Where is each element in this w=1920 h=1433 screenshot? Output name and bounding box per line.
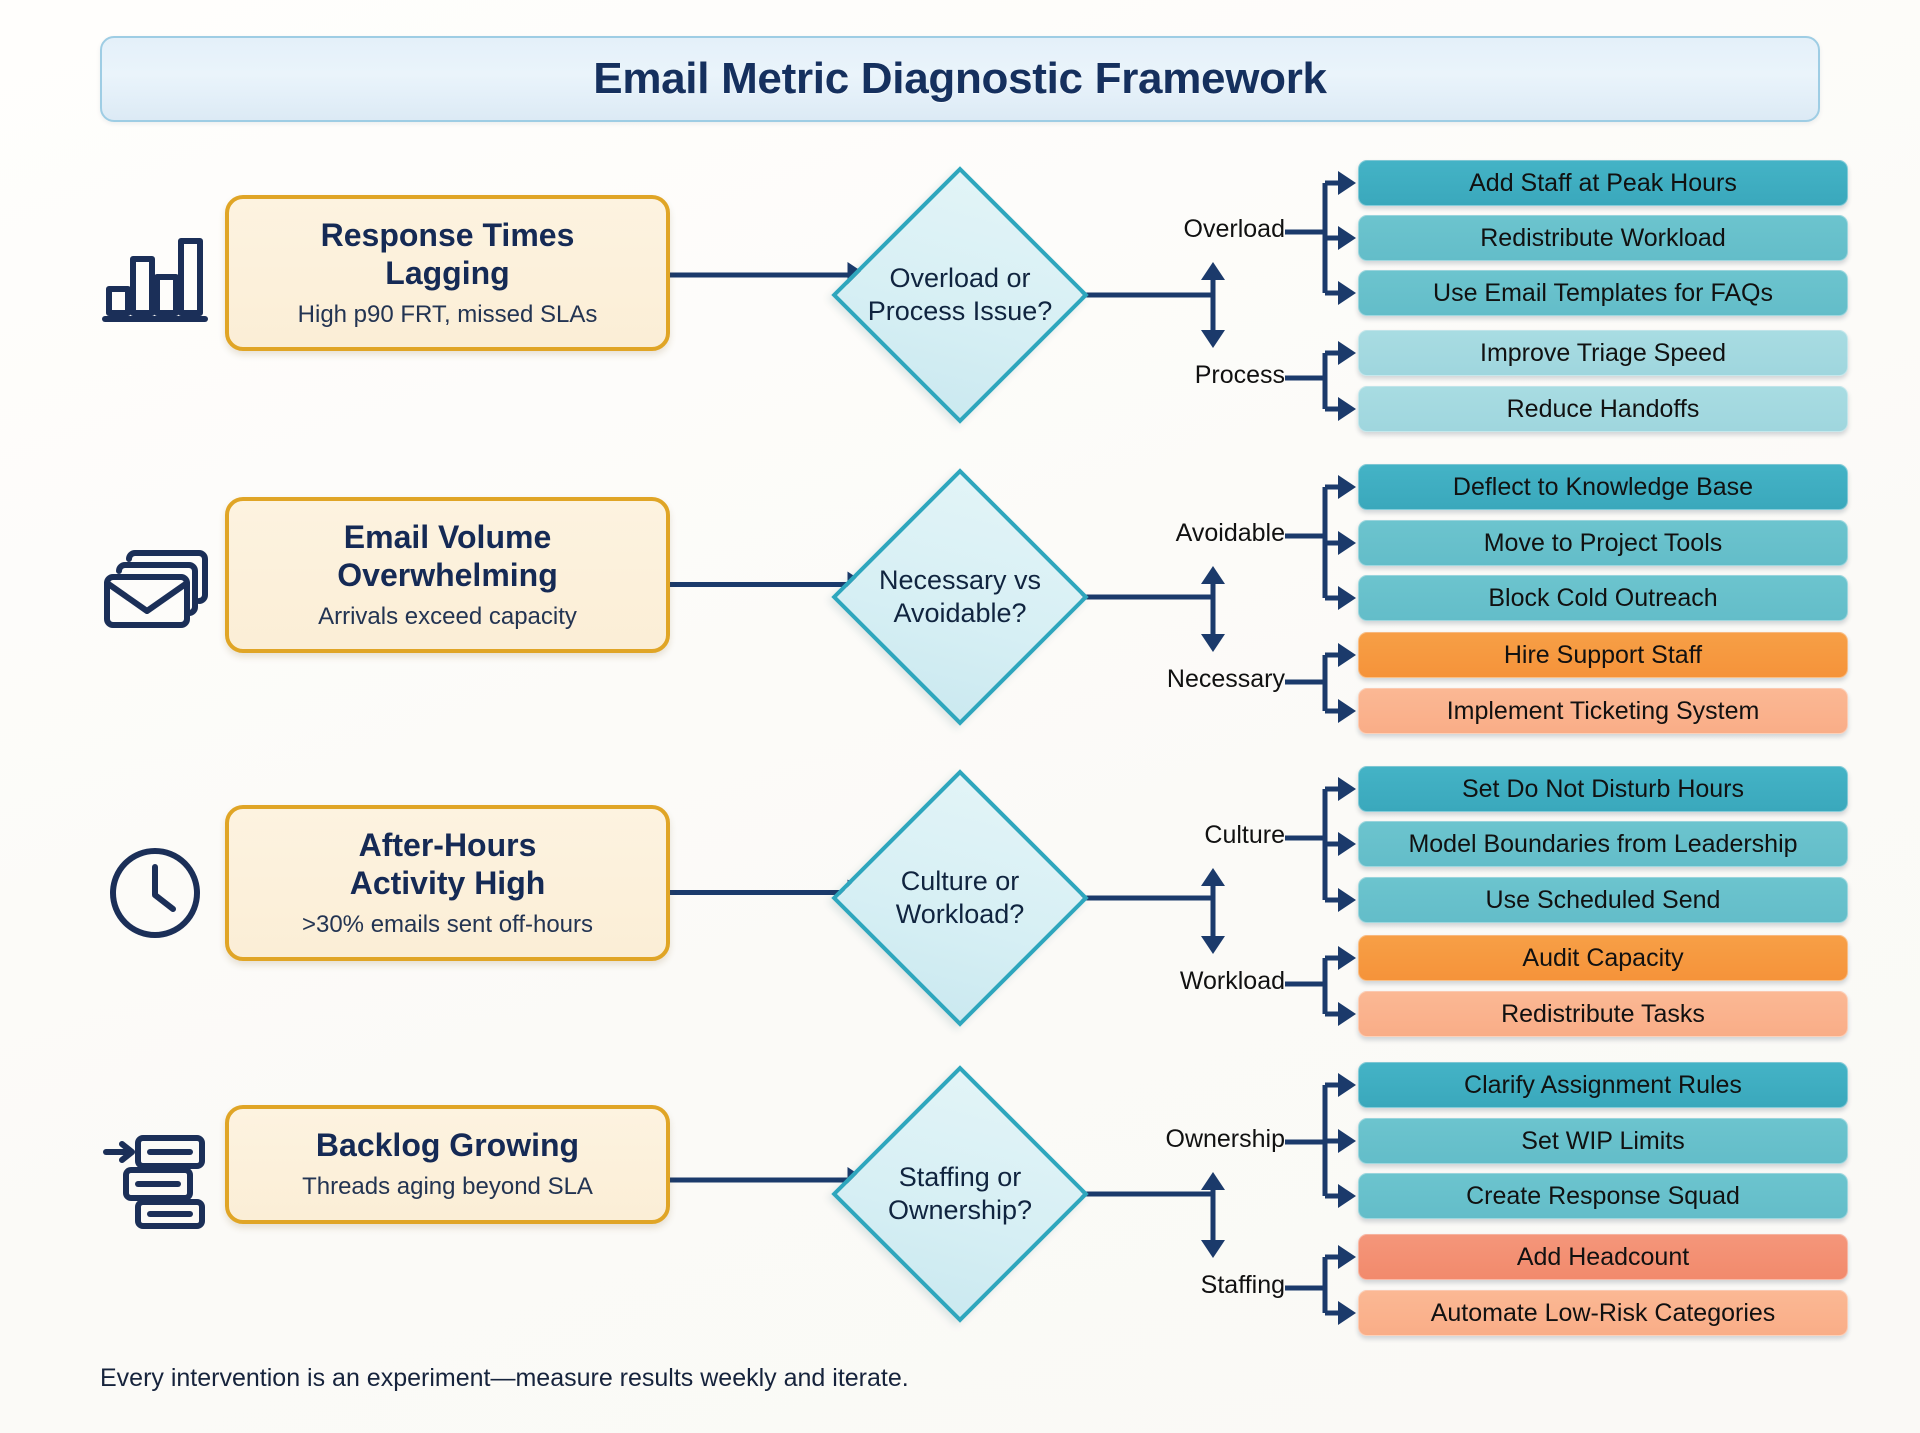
page-title-bar: Email Metric Diagnostic Framework (100, 36, 1820, 122)
arrow-head (1201, 566, 1225, 584)
action-box[interactable]: Set WIP Limits (1358, 1118, 1848, 1164)
branch-label-workload: Workload (1179, 967, 1285, 995)
branch-label-process: Process (1194, 361, 1285, 389)
action-box[interactable]: Move to Project Tools (1358, 520, 1848, 566)
action-box[interactable]: Create Response Squad (1358, 1173, 1848, 1219)
branch-label-avoidable: Avoidable (1175, 519, 1285, 547)
branch-label-ownership: Ownership (1165, 1125, 1286, 1153)
backlog-queue-icon (95, 1120, 215, 1240)
arrow-head (1201, 936, 1225, 954)
action-box[interactable]: Model Boundaries from Leadership (1358, 821, 1848, 867)
action-box[interactable]: Audit Capacity (1358, 935, 1848, 981)
diamond-shape (831, 166, 1089, 424)
arrow-head (1201, 634, 1225, 652)
arrow-head (1201, 262, 1225, 280)
diamond-shape (831, 468, 1089, 726)
action-box[interactable]: Deflect to Knowledge Base (1358, 464, 1848, 510)
action-box[interactable]: Clarify Assignment Rules (1358, 1062, 1848, 1108)
diamond-shape (831, 1065, 1089, 1323)
arrow-head (1338, 226, 1356, 250)
diamond-shape (831, 769, 1089, 1027)
arrow-head (1338, 341, 1356, 365)
arrow-head (1338, 397, 1356, 421)
branch-label-overload: Overload (1183, 215, 1285, 243)
branch-label-staffing: Staffing (1200, 1271, 1285, 1299)
action-box[interactable]: Use Scheduled Send (1358, 877, 1848, 923)
page-title: Email Metric Diagnostic Framework (593, 54, 1327, 103)
problem-title: Backlog Growing (315, 1127, 580, 1163)
action-box[interactable]: Set Do Not Disturb Hours (1358, 766, 1848, 812)
problem-subtitle: >30% emails sent off-hours (301, 910, 594, 938)
action-box[interactable]: Reduce Handoffs (1358, 386, 1848, 432)
arrow-head (1338, 1002, 1356, 1026)
action-box[interactable]: Add Headcount (1358, 1234, 1848, 1280)
arrow-head (1338, 531, 1356, 555)
arrow-head (1338, 281, 1356, 305)
arrow-head (1338, 1245, 1356, 1269)
action-box[interactable]: Improve Triage Speed (1358, 330, 1848, 376)
arrow-head (1338, 888, 1356, 912)
arrow-head (1338, 586, 1356, 610)
stacked-envelopes-icon (95, 525, 215, 645)
arrow-head (1338, 1129, 1356, 1153)
arrow-head (1201, 330, 1225, 348)
arrow-head (1338, 699, 1356, 723)
arrow-head (1338, 475, 1356, 499)
arrow-head (1338, 946, 1356, 970)
branch-label-necessary: Necessary (1166, 665, 1285, 693)
clock-icon (95, 833, 215, 953)
arrow-head (1338, 171, 1356, 195)
arrow-head (1201, 1172, 1225, 1190)
arrow-head (1201, 868, 1225, 886)
action-box[interactable]: Implement Ticketing System (1358, 688, 1848, 734)
action-box[interactable]: Hire Support Staff (1358, 632, 1848, 678)
arrow-head (1338, 1184, 1356, 1208)
action-box[interactable]: Redistribute Tasks (1358, 991, 1848, 1037)
action-box[interactable]: Use Email Templates for FAQs (1358, 270, 1848, 316)
arrow-head (1338, 1301, 1356, 1325)
arrow-head (1201, 1240, 1225, 1258)
problem-subtitle: Threads aging beyond SLA (302, 1172, 593, 1200)
action-box[interactable]: Redistribute Workload (1358, 215, 1848, 261)
arrow-head (1338, 777, 1356, 801)
action-box[interactable]: Block Cold Outreach (1358, 575, 1848, 621)
action-box[interactable]: Add Staff at Peak Hours (1358, 160, 1848, 206)
problem-subtitle: Arrivals exceed capacity (318, 602, 577, 630)
problem-subtitle: High p90 FRT, missed SLAs (297, 300, 598, 328)
branch-label-culture: Culture (1204, 821, 1285, 849)
arrow-head (1338, 643, 1356, 667)
footer-note: Every intervention is an experiment—meas… (100, 1364, 909, 1392)
bar-chart-icon (95, 215, 215, 335)
arrow-head (1338, 832, 1356, 856)
action-box[interactable]: Automate Low-Risk Categories (1358, 1290, 1848, 1336)
arrow-head (1338, 1073, 1356, 1097)
